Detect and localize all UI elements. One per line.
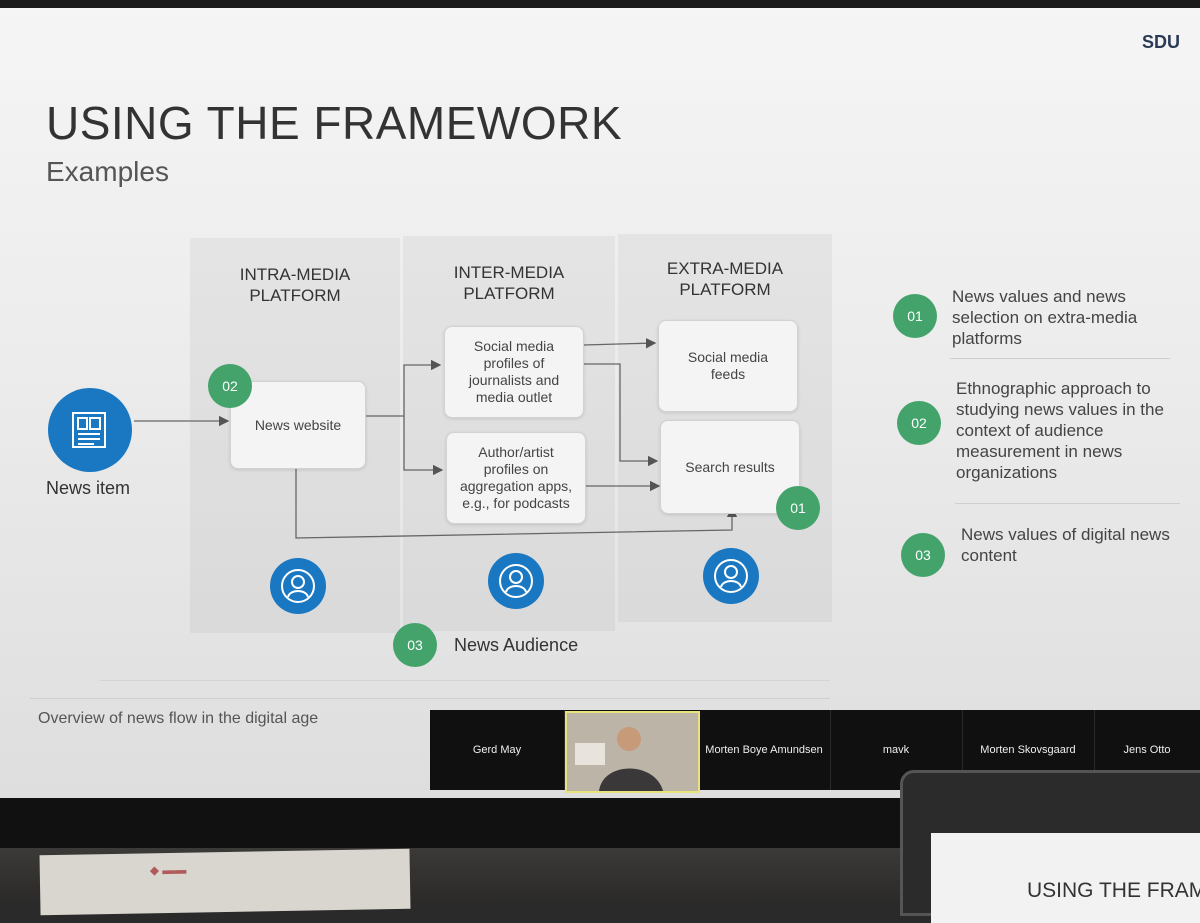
news-audience-label: News Audience [454, 635, 579, 655]
list-line: Ethnographic approach to [956, 379, 1151, 398]
badge-02: 02 [208, 364, 252, 408]
column-heading: INTRA-MEDIA PLATFORM [190, 264, 400, 306]
paper-document: ◆ ▬▬ [39, 848, 411, 916]
participant-name: Jens Otto [1123, 744, 1171, 756]
badge-01: 01 [776, 486, 820, 530]
arrow-to-search [584, 363, 659, 467]
news-item-icon [48, 388, 132, 472]
column-heading: INTER-MEDIA PLATFORM [403, 262, 615, 304]
participant-tile[interactable]: Jens Otto [1094, 710, 1200, 790]
social-media-profiles-box: Social media profiles of journalists and… [444, 326, 584, 418]
list-line: measurement in news [956, 442, 1123, 461]
paper-logo: ◆ ▬▬ [149, 862, 187, 878]
audience-person-icon [703, 548, 759, 604]
slide-title: USING THE FRAMEWORK [46, 97, 623, 149]
box-label: Search results [685, 458, 775, 475]
box-label: News website [254, 416, 342, 433]
list-badge-01: 01 [893, 294, 937, 338]
column-heading-line: EXTRA-MEDIA [666, 259, 784, 278]
column-heading-line: PLATFORM [679, 280, 771, 299]
list-item-03: News values of digital news content [961, 524, 1170, 566]
list-badge-03: 03 [901, 533, 945, 577]
box-line: Social media [687, 349, 769, 365]
participant-name: Gerd May [472, 744, 522, 756]
list-item-01: News values and news selection on extra-… [952, 286, 1137, 349]
participant-name: Morten Boye Amundsen [705, 744, 823, 756]
box-line: profiles of [483, 355, 545, 371]
list-line: studying news values in the [956, 400, 1164, 419]
list-line: content [961, 546, 1017, 565]
column-heading-line: INTRA-MEDIA [239, 265, 351, 284]
slide-subtitle: Examples [46, 156, 169, 187]
arrow-to-social-profiles [366, 359, 442, 417]
participant-tile[interactable]: Morten Boye Amundsen [698, 710, 831, 790]
sdu-logo: SDU [1141, 32, 1180, 52]
laptop-screen: USING THE FRAM [931, 833, 1200, 923]
arrow-to-social-feeds [583, 338, 657, 349]
author-profiles-box: Author/artist profiles on aggregation ap… [446, 432, 586, 524]
active-speaker-video[interactable] [565, 711, 700, 793]
list-line: selection on extra-media [952, 308, 1138, 327]
slide-caption: Overview of news flow in the digital age [38, 710, 319, 727]
participant-name: Morten Skovsgaard [980, 744, 1076, 756]
social-media-feeds-box: Social media feeds [658, 320, 798, 412]
box-line: aggregation apps, [459, 478, 573, 494]
list-line: context of audience [956, 421, 1104, 440]
participant-tile[interactable]: Morten Skovsgaard [962, 710, 1095, 790]
participant-tile[interactable]: Gerd May [430, 710, 565, 790]
laptop: USING THE FRAM [900, 770, 1200, 923]
box-line: feeds [710, 366, 746, 382]
list-line: organizations [956, 463, 1058, 482]
list-badge-02: 02 [897, 401, 941, 445]
box-line: journalists and [468, 372, 560, 388]
list-line: platforms [952, 329, 1022, 348]
audience-person-icon [488, 553, 544, 609]
caption-divider [30, 698, 830, 699]
column-heading-line: PLATFORM [463, 284, 555, 303]
search-results-box: Search results [660, 420, 800, 514]
audience-person-icon [270, 558, 326, 614]
presentation-slide: SDU USING THE FRAMEWORK Examples INTRA-M… [0, 8, 1200, 798]
slide-divider [100, 680, 830, 681]
box-line: Author/artist [478, 444, 554, 460]
list-line: News values of digital news [961, 525, 1170, 544]
box-line: media outlet [475, 389, 553, 405]
newspaper-icon [72, 412, 106, 448]
column-heading-line: PLATFORM [249, 286, 341, 305]
box-line: e.g., for podcasts [462, 495, 570, 511]
column-heading: EXTRA-MEDIA PLATFORM [618, 258, 832, 300]
list-divider [955, 503, 1180, 504]
list-divider [950, 358, 1170, 359]
box-line: Social media [473, 338, 555, 354]
badge-03: 03 [393, 623, 437, 667]
participant-tile[interactable]: mavk [830, 710, 963, 790]
flow-arrows [134, 338, 738, 539]
box-line: profiles on [483, 461, 549, 477]
news-website-box: News website [230, 381, 366, 469]
participant-name: mavk [882, 744, 910, 756]
list-line: News values and news [952, 287, 1126, 306]
arrow-website-to-search [295, 463, 738, 539]
arrow-to-author-profiles [403, 416, 444, 476]
laptop-slide-title: USING THE FRAM [1027, 879, 1200, 902]
list-item-02: Ethnographic approach to studying news v… [956, 378, 1164, 483]
news-item-label: News item [46, 478, 131, 498]
speaker-avatar [567, 713, 698, 791]
column-heading-line: INTER-MEDIA [453, 263, 565, 282]
